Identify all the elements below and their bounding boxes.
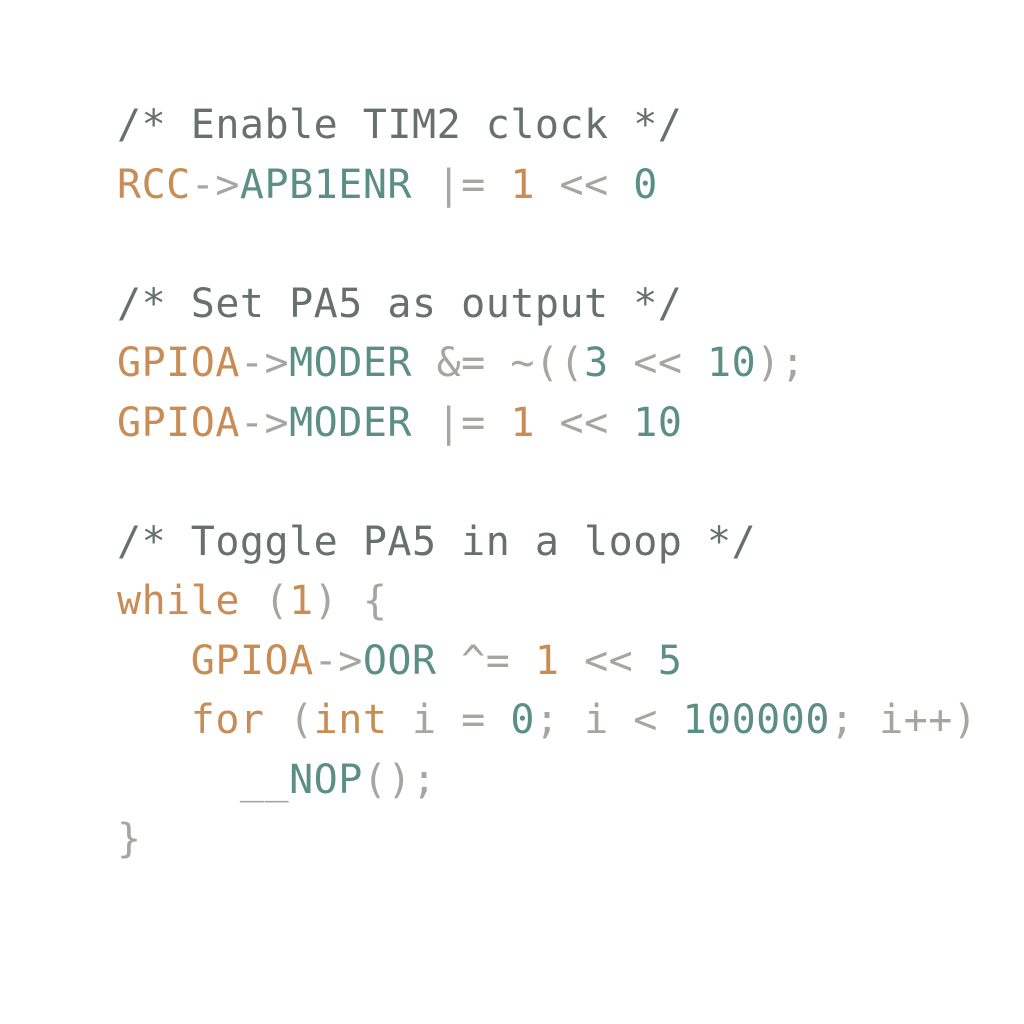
code-token-operator: ) { (313, 578, 388, 624)
code-token-operator: << (608, 340, 708, 386)
code-token-number: 10 (633, 399, 683, 446)
code-token-operator: &= ~(( (412, 340, 585, 386)
code-token-operator: ( (239, 578, 290, 624)
code-token-identifier: for (190, 697, 265, 743)
code-token-identifier: while (117, 578, 240, 624)
code-line: __NOP(); (117, 751, 997, 811)
code-indent (117, 697, 191, 743)
code-token-operator: ^= (436, 637, 535, 684)
code-token-comment: /* Enable TIM2 clock */ (117, 102, 683, 148)
code-token-member: NOP (289, 756, 363, 803)
code-token-number_accent: 1 (289, 578, 314, 624)
code-token-number: 3 (584, 340, 609, 386)
code-line: /* Toggle PA5 in a loop */ (117, 513, 997, 573)
code-token-operator: -> (239, 399, 290, 446)
code-line: GPIOA->MODER &= ~((3 << 10); (117, 334, 997, 394)
code-token-operator: ); (756, 340, 806, 386)
code-token-operator: ; i++) (829, 697, 978, 743)
code-token-number: 0 (510, 697, 535, 743)
code-token-operator: << (534, 399, 634, 446)
code-line: /* Set PA5 as output */ (117, 275, 997, 335)
code-token-comment: /* Set PA5 as output */ (117, 280, 683, 327)
code-token-member: APB1ENR (239, 161, 412, 208)
code-line (117, 453, 997, 513)
code-indent (117, 757, 240, 803)
code-token-number: 100000 (682, 697, 830, 743)
code-token-number: 10 (707, 340, 757, 386)
code-token-member: MODER (289, 340, 413, 386)
code-token-number_accent: 1 (534, 637, 560, 684)
code-token-operator: -> (190, 161, 240, 208)
code-token-operator: |= (412, 399, 511, 446)
code-token-identifier: GPIOA (190, 637, 314, 684)
code-line (117, 215, 997, 275)
code-token-member: OOR (362, 637, 437, 684)
code-token-operator: __ (239, 756, 290, 803)
code-block: /* Enable TIM2 clock */RCC->APB1ENR |= 1… (117, 96, 997, 870)
code-line: while (1) { (117, 572, 997, 632)
code-token-number_accent: 1 (510, 161, 535, 208)
code-line: GPIOA->OOR ^= 1 << 5 (117, 632, 997, 692)
code-token-operator: ( (264, 697, 314, 743)
code-token-operator: } (117, 816, 142, 862)
code-token-number: 0 (633, 161, 658, 208)
code-token-identifier: RCC (117, 161, 191, 208)
code-token-operator: ; i < (534, 697, 683, 743)
code-line: GPIOA->MODER |= 1 << 10 (117, 394, 997, 454)
code-token-number: 5 (657, 637, 683, 684)
code-token-operator: -> (239, 340, 290, 386)
code-token-operator: (); (362, 756, 437, 803)
code-token-identifier: GPIOA (117, 340, 240, 386)
code-token-identifier: GPIOA (117, 399, 240, 446)
code-token-comment: /* Toggle PA5 in a loop */ (117, 518, 757, 565)
code-token-operator: << (534, 161, 634, 208)
code-token-operator: i = (387, 697, 511, 743)
code-token-operator: |= (412, 161, 511, 208)
code-indent (117, 638, 191, 684)
code-token-operator: -> (313, 637, 363, 684)
code-line: /* Enable TIM2 clock */ (117, 96, 997, 156)
code-token-member: MODER (289, 399, 413, 446)
code-line: } (117, 810, 997, 870)
code-token-operator: << (559, 637, 658, 684)
code-token-identifier: int (313, 697, 388, 743)
code-token-number_accent: 1 (510, 399, 535, 446)
code-line: for (int i = 0; i < 100000; i++) (117, 691, 997, 751)
code-line: RCC->APB1ENR |= 1 << 0 (117, 156, 997, 216)
